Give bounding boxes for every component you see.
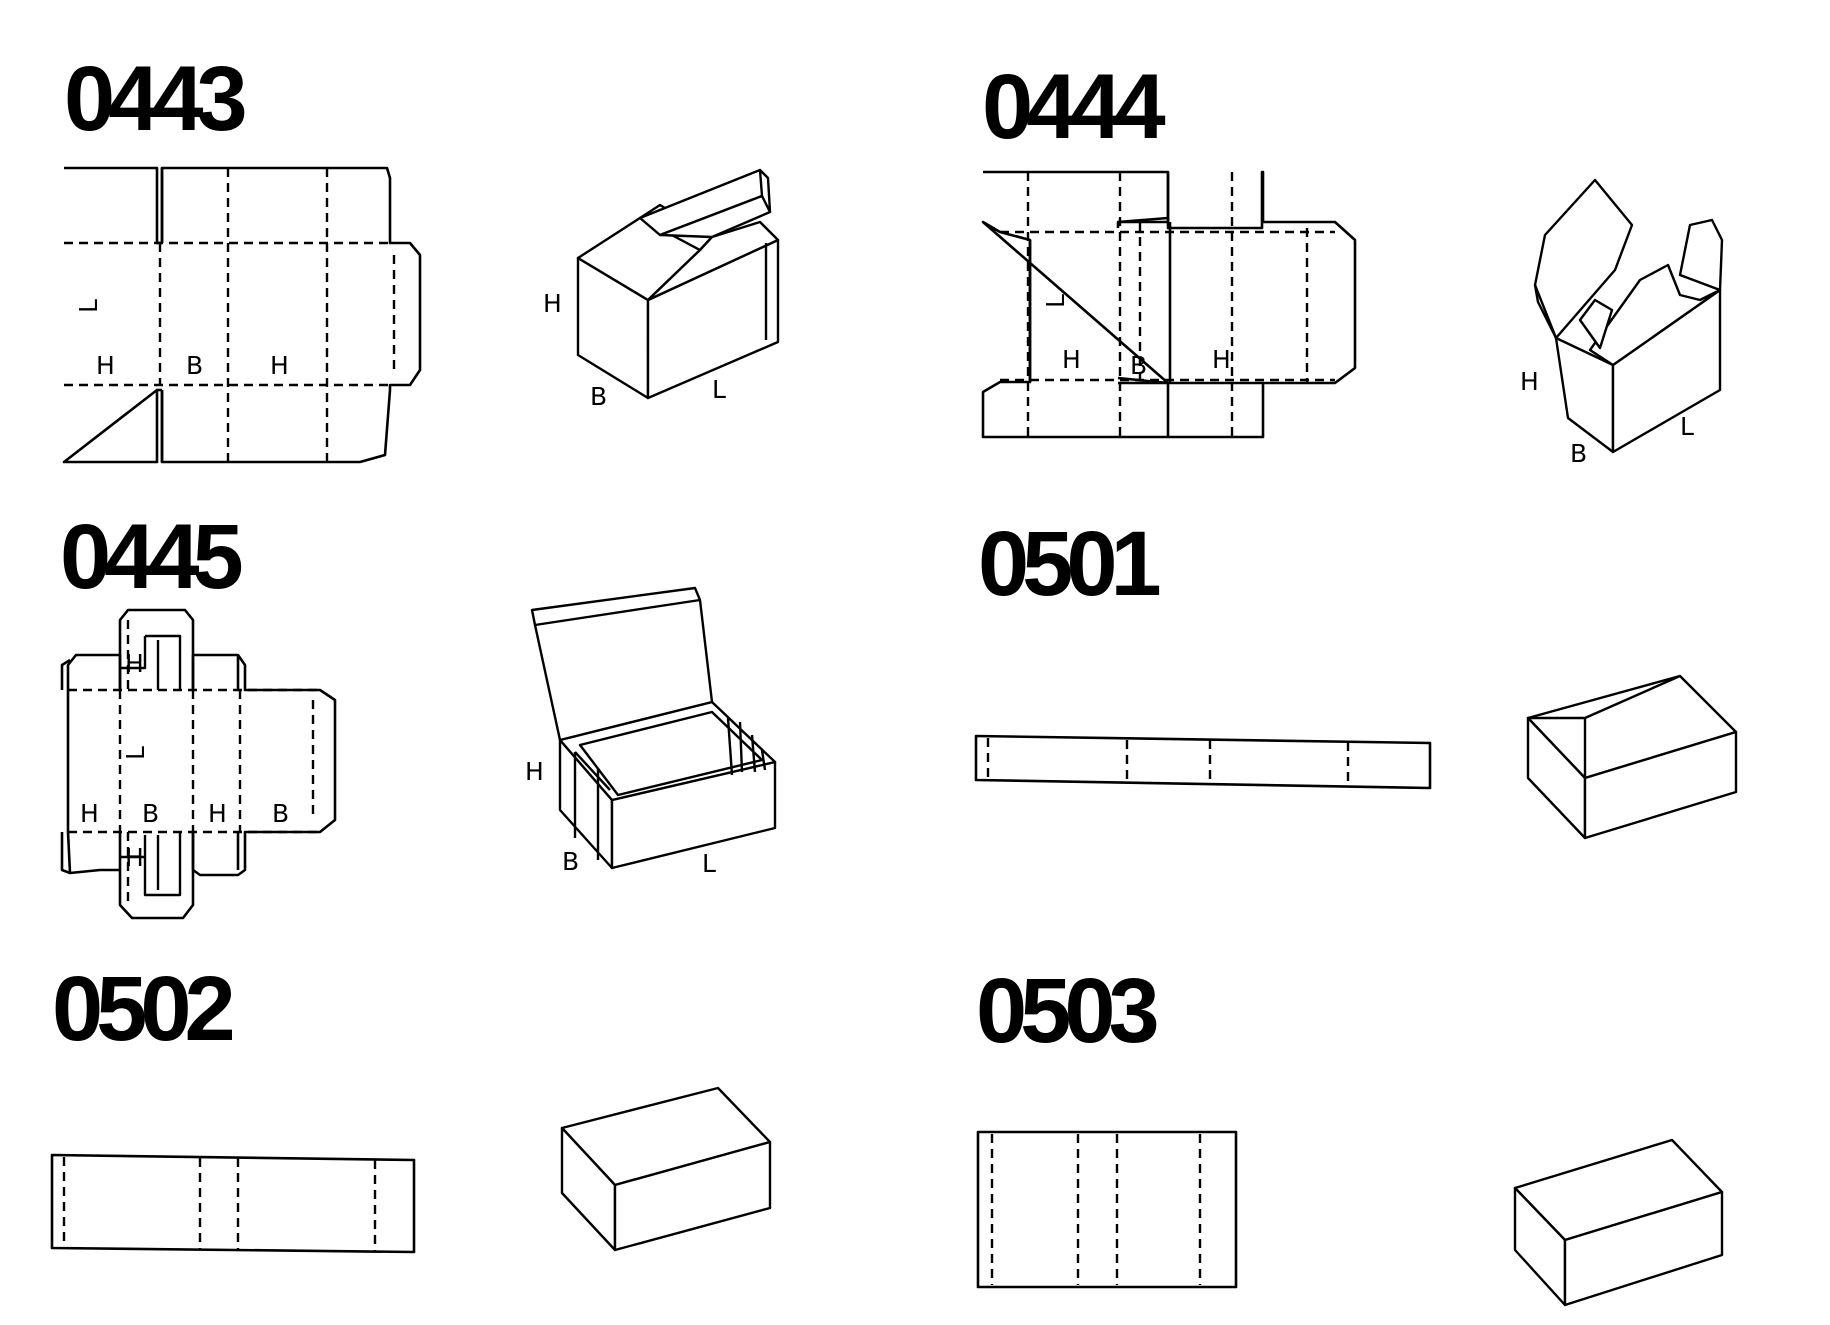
style-0445: 0445 L H B H B H H (60, 506, 777, 920)
style-code: 0443 (64, 48, 244, 150)
box-label-l: L (712, 375, 726, 404)
box-label-h: H (525, 757, 544, 786)
style-0501: 0501 (974, 513, 1738, 840)
style-code: 0445 (60, 506, 241, 608)
box-3d-0445: H B L (525, 586, 777, 878)
box-label-h: H (1520, 367, 1539, 396)
net-label-h: H (96, 351, 115, 380)
net-label-b: B (186, 351, 203, 380)
flat-net-0443: L H B H (62, 166, 422, 464)
net-label-l: L (74, 299, 103, 313)
flat-net-0501 (974, 734, 1432, 790)
box-3d-0443: H B L (543, 168, 780, 411)
net-label-h: H (80, 799, 99, 828)
box-3d-0501 (1526, 674, 1738, 840)
net-label-b: B (142, 799, 159, 828)
net-label-h: H (208, 799, 227, 828)
style-code: 0444 (982, 56, 1165, 158)
net-label-l: L (1041, 294, 1070, 308)
style-code: 0501 (978, 513, 1159, 615)
style-0503: 0503 (976, 960, 1724, 1307)
flat-net-0445: L H B H B H H (60, 608, 337, 920)
style-0502: 0502 (50, 958, 772, 1254)
box-3d-0502 (560, 1086, 772, 1252)
net-label-h: H (1062, 345, 1081, 374)
net-label-l: L (121, 746, 150, 760)
flat-net-0503 (976, 1130, 1238, 1289)
net-label-h: H (1212, 345, 1231, 374)
flat-net-0502 (50, 1153, 416, 1254)
box-label-h: H (543, 289, 562, 318)
box-label-l: L (702, 849, 716, 878)
style-0443: 0443 L H B H (62, 48, 780, 464)
style-code: 0502 (52, 958, 232, 1060)
net-label-b: B (1130, 351, 1147, 380)
flat-net-0444: L H B H (981, 170, 1357, 439)
box-label-b: B (562, 847, 579, 876)
net-label-b: B (272, 799, 289, 828)
box-label-b: B (1570, 439, 1587, 468)
box-label-l: L (1680, 412, 1694, 441)
tab-label-h: H (125, 649, 144, 678)
style-0444: 0444 L H B H (981, 56, 1724, 468)
style-code: 0503 (976, 960, 1156, 1062)
box-3d-0503 (1513, 1138, 1724, 1307)
net-label-h: H (270, 351, 289, 380)
tab-label-h: H (125, 843, 144, 872)
box-label-b: B (590, 382, 607, 411)
box-3d-0444: H B L (1520, 178, 1724, 468)
